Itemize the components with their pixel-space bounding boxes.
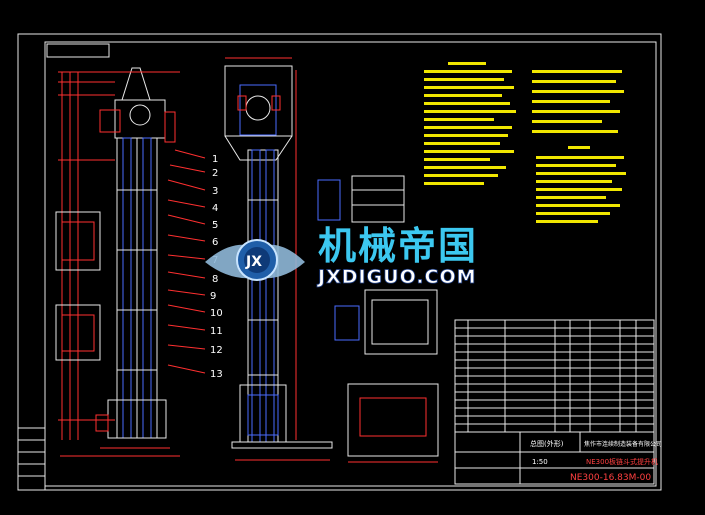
title-block-scale: 1:50 [532,458,548,466]
title-block-drawing-number: NE300-16.83M-00 [570,473,651,483]
brand-name-en: JXDIGUO.COM [316,266,477,288]
top-left-tag [46,43,110,58]
callout-1: 1 [212,154,218,165]
title-block: 总图(外形) 焦作市连续制造装备有限公司 1:50 NE300板链斗式提升机 N… [454,431,662,485]
callout-4: 4 [212,203,218,214]
brand-name-cn: 机械帝国 [318,224,478,268]
callout-11: 11 [210,326,223,337]
callout-5: 5 [212,220,218,231]
callout-2: 2 [212,168,218,179]
callout-3: 3 [212,186,218,197]
technical-notes-right [532,70,626,223]
callout-10: 10 [210,308,223,319]
drawing-frame [17,33,662,491]
emblem-core [244,247,270,273]
callout-9: 9 [210,291,216,302]
callout-leaders [167,149,206,374]
callout-12: 12 [210,345,223,356]
title-block-section-label: 总图(外形) [530,439,564,448]
technical-notes-left [424,62,516,185]
detail-views [317,175,439,463]
callout-8: 8 [212,274,218,285]
parts-list-table [454,319,655,433]
revision-block [17,427,46,491]
title-block-company: 焦作市连续制造装备有限公司 [584,440,662,448]
jxdiguo-watermark: JX 机械帝国 JXDIGUO.COM [205,224,478,288]
emblem-letters: JX [245,254,262,270]
left-elevation-view [55,67,180,457]
callout-13: 13 [210,369,223,380]
title-block-drawing-title: NE300板链斗式提升机 [586,457,658,466]
callout-6: 6 [212,237,218,248]
